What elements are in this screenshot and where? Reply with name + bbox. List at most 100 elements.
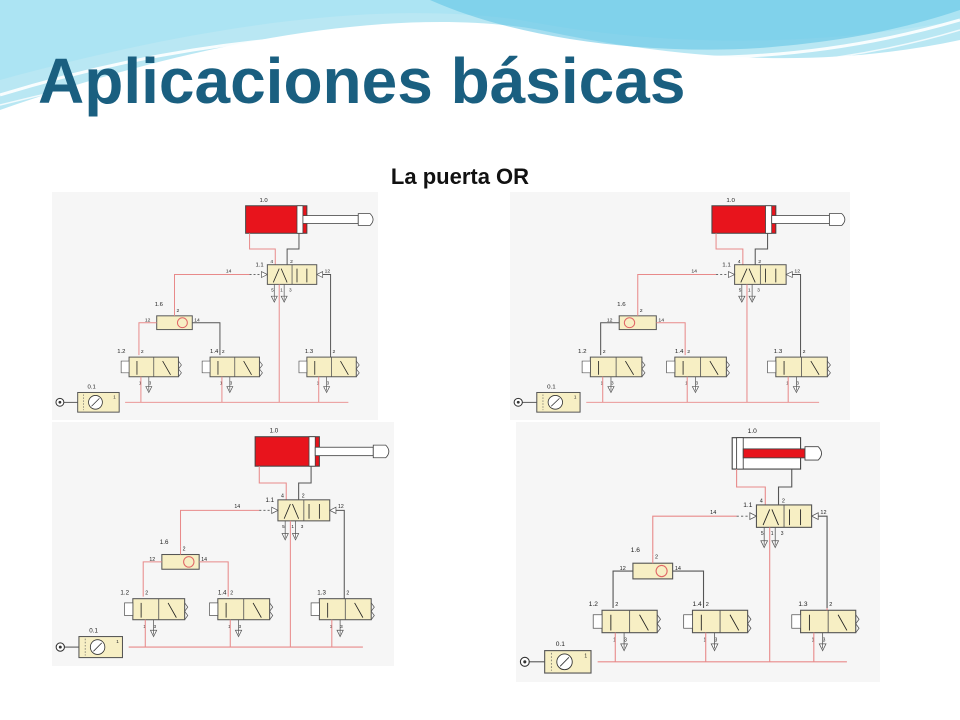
svg-text:1: 1 [330, 624, 333, 629]
label-cylinder: 1.0 [726, 198, 735, 204]
svg-text:3: 3 [715, 638, 718, 644]
svg-text:3: 3 [301, 524, 304, 529]
svg-text:1: 1 [280, 287, 283, 292]
shuttle-ball [623, 317, 636, 329]
shuttle-valve-1-6: 1.6 2 12 14 [149, 539, 207, 570]
valve-1-1: 1.1 4 2 14 12 5 1 3 [691, 259, 800, 303]
slide-subtitle: La puerta OR [390, 164, 530, 189]
cylinder-piston [765, 205, 773, 234]
label-main-valve: 1.1 [265, 497, 274, 504]
line-cyl-to-port2 [754, 233, 769, 265]
svg-text:3: 3 [289, 287, 292, 292]
shuttle-valve-1-6: 1.6 2 12 14 [145, 302, 200, 331]
label-valve-1-3: 1.3 [798, 601, 807, 608]
label-valve-1-2: 1.2 [589, 601, 598, 608]
svg-text:2: 2 [346, 590, 349, 596]
label-supply: 0.1 [89, 627, 98, 634]
svg-text:12: 12 [325, 269, 331, 275]
svg-text:1: 1 [584, 653, 587, 659]
svg-text:2: 2 [640, 308, 643, 314]
supply-unit-0-1: 0.1 1 [55, 385, 120, 413]
svg-text:12: 12 [607, 318, 613, 324]
svg-text:2: 2 [603, 349, 606, 355]
valve-1-3: 1.3 2 1 3 [791, 601, 860, 652]
svg-text:2: 2 [782, 499, 785, 505]
svg-text:3: 3 [340, 624, 343, 629]
valve-1-3: 1.3 2 1 3 [310, 589, 375, 638]
svg-text:1: 1 [291, 524, 294, 529]
svg-text:14: 14 [194, 318, 200, 324]
svg-text:2: 2 [758, 259, 761, 265]
svg-text:1: 1 [771, 531, 774, 537]
cylinder-1-0: 1.0 [731, 428, 822, 470]
svg-text:1: 1 [143, 624, 146, 629]
svg-text:1: 1 [574, 394, 577, 399]
cylinder-rod-tip [804, 446, 822, 461]
svg-text:14: 14 [234, 504, 240, 510]
svg-text:14: 14 [201, 557, 207, 563]
svg-text:12: 12 [820, 510, 826, 516]
label-cylinder: 1.0 [748, 428, 757, 435]
line-pilot-14 [179, 509, 260, 547]
valve-1-1: 1.1 4 2 14 12 5 1 3 [234, 494, 344, 541]
label-main-valve: 1.1 [256, 263, 264, 269]
cylinder-piston [736, 437, 744, 470]
line-pilot-14 [174, 274, 250, 308]
label-valve-1-4: 1.4 [218, 589, 227, 596]
svg-text:1: 1 [685, 381, 688, 386]
svg-text:2: 2 [183, 546, 186, 552]
shuttle-ball [655, 564, 668, 578]
cylinder-rod-tip [372, 444, 390, 459]
svg-text:1: 1 [812, 638, 815, 644]
svg-text:2: 2 [803, 349, 806, 355]
circuit-svg: 1.0 1.1 4 2 14 12 5 1 3 [513, 198, 846, 413]
line-cyl-to-port2 [777, 469, 793, 505]
svg-text:4: 4 [738, 259, 741, 265]
circuit-panel-3: 1.0 1.1 4 2 14 12 5 1 3 [52, 422, 394, 666]
valve-1-1: 1.1 4 2 14 12 5 1 3 [710, 499, 827, 549]
svg-text:2: 2 [687, 349, 690, 355]
supply-unit-0-1: 0.1 1 [55, 627, 123, 659]
circuit-svg: 1.0 1.1 4 2 14 12 5 1 3 [519, 428, 860, 674]
cylinder-1-0: 1.0 [711, 198, 846, 234]
svg-text:14: 14 [710, 510, 716, 516]
label-valve-1-3: 1.3 [305, 349, 314, 355]
svg-text:3: 3 [154, 624, 157, 629]
label-shuttle: 1.6 [631, 547, 640, 554]
label-shuttle: 1.6 [160, 539, 169, 546]
line-cyl-to-port4 [736, 469, 766, 505]
circuit-svg: 1.0 1.1 4 2 14 12 5 1 3 [55, 427, 390, 659]
valve-1-4: 1.4 2 1 3 [201, 349, 263, 394]
line-cyl-to-port2 [298, 466, 312, 500]
svg-text:12: 12 [338, 504, 344, 510]
svg-text:2: 2 [829, 602, 832, 608]
svg-text:2: 2 [290, 259, 293, 265]
circuit-panel-2: 1.0 1.1 4 2 14 12 5 1 3 [510, 192, 850, 420]
line-cyl-to-port4 [715, 233, 744, 265]
svg-text:4: 4 [760, 499, 763, 505]
valve-1-3: 1.3 2 1 3 [298, 349, 360, 394]
svg-text:12: 12 [145, 318, 151, 324]
svg-text:3: 3 [327, 381, 330, 386]
cylinder-rod [314, 446, 374, 457]
cylinder-rod [771, 215, 830, 224]
svg-text:1: 1 [228, 624, 231, 629]
slide-title: Aplicaciones básicas [38, 45, 686, 117]
valve-1-2: 1.2 2 1 3 [120, 589, 189, 638]
shuttle-valve-1-6: 1.6 2 12 14 [620, 547, 681, 580]
cylinder-1-0: 1.0 [245, 198, 374, 234]
svg-text:1: 1 [116, 639, 119, 644]
label-cylinder: 1.0 [270, 427, 279, 434]
svg-text:2: 2 [706, 602, 709, 608]
label-supply: 0.1 [556, 641, 565, 648]
label-valve-1-2: 1.2 [578, 349, 587, 355]
shuttle-ball [176, 317, 188, 329]
line-shuttle-in-14 [672, 570, 705, 609]
svg-text:2: 2 [222, 349, 225, 355]
cylinder-rod [742, 448, 806, 459]
svg-text:12: 12 [794, 269, 800, 275]
svg-text:2: 2 [230, 590, 233, 596]
svg-text:2: 2 [302, 494, 305, 500]
svg-text:3: 3 [695, 381, 698, 386]
svg-text:1: 1 [786, 381, 789, 386]
